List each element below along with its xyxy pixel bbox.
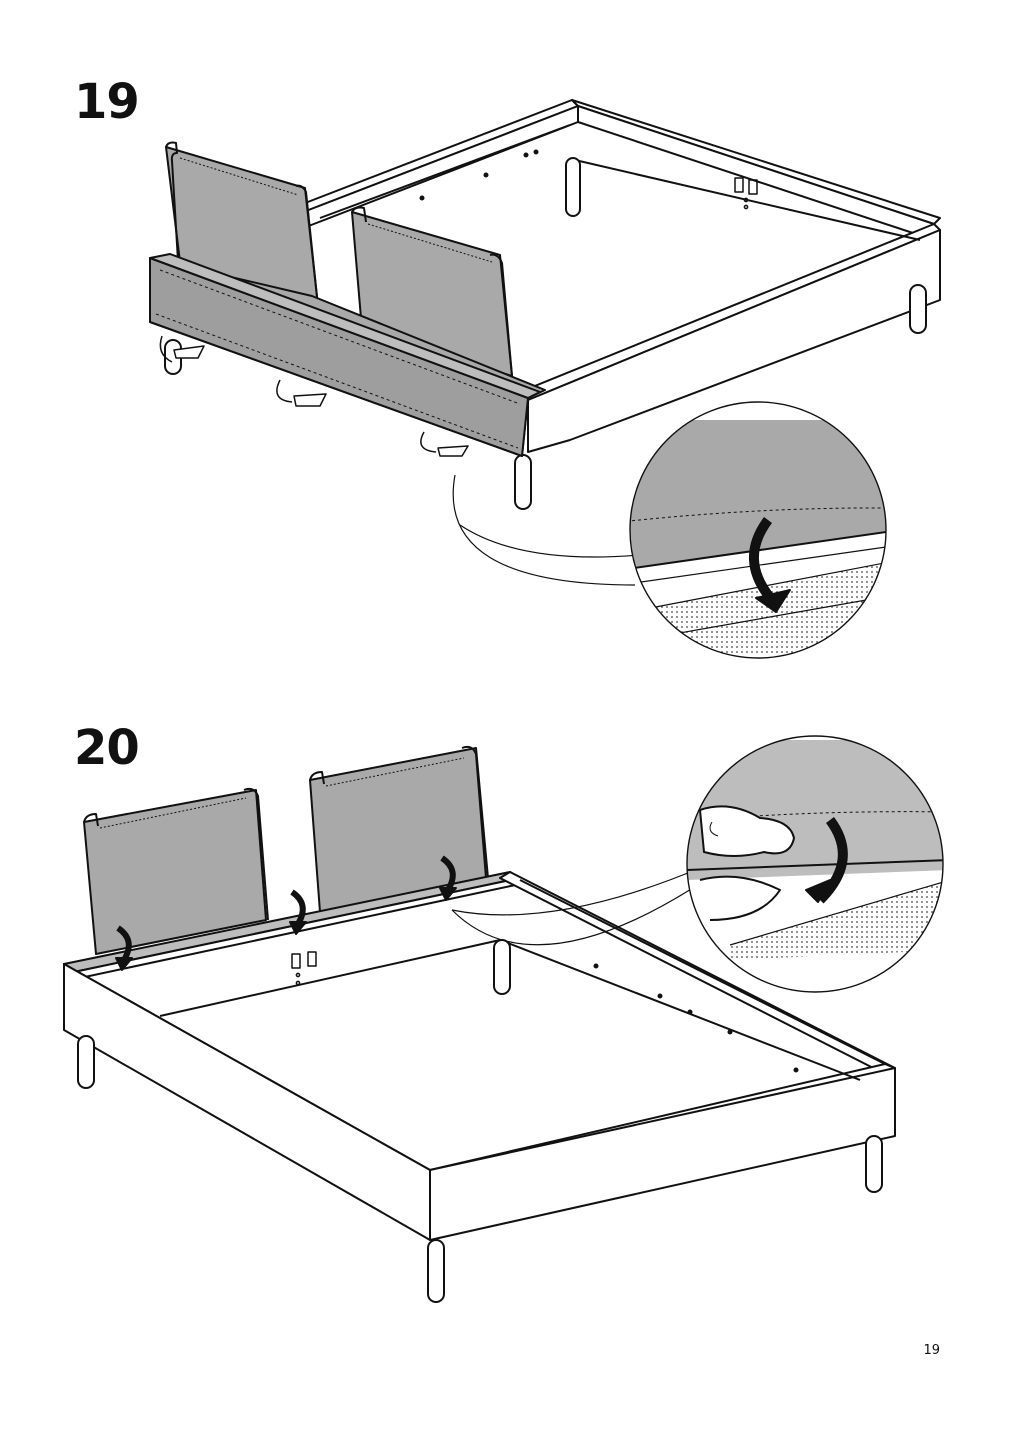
step-19-illustration	[149, 99, 941, 659]
curved-arrow-icon	[115, 855, 457, 971]
step-number-19: 19	[74, 74, 140, 130]
bracket-icon	[291, 951, 317, 986]
bed-frame-19	[164, 99, 941, 510]
curved-arrow-icon	[159, 335, 469, 457]
bed-frame-20	[63, 871, 896, 1303]
page-number: 19	[923, 1343, 940, 1358]
detail-callout-20	[687, 736, 943, 992]
bracket-icon	[734, 177, 758, 210]
headboard-panel-right-20	[309, 745, 489, 913]
step-number-20: 20	[74, 720, 140, 776]
headboard-panel-left-20	[83, 787, 269, 955]
upholstered-rail	[149, 253, 546, 457]
